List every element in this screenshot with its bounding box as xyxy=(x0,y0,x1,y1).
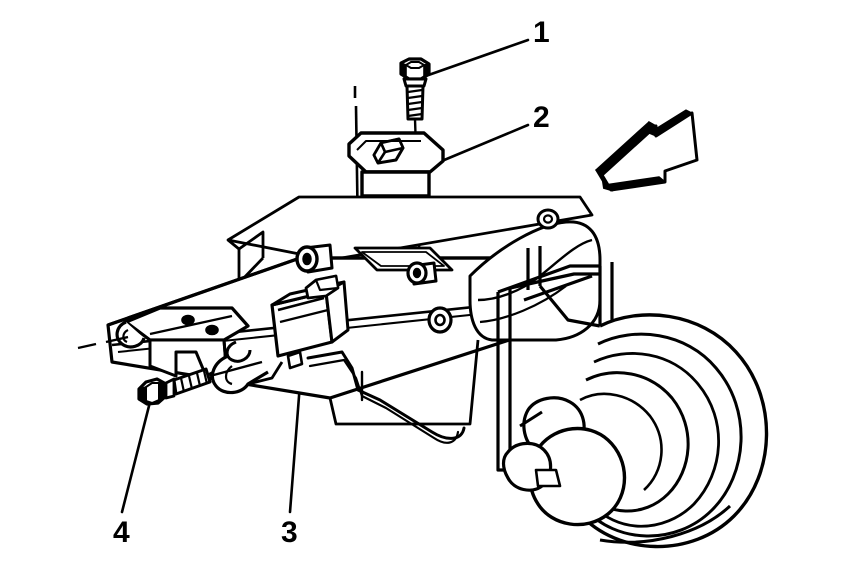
routing-rod-path-inner xyxy=(308,358,460,444)
relay-connector-ridge2 xyxy=(279,308,329,324)
beam-bottom-contour xyxy=(328,339,480,426)
horn-relay-cover xyxy=(347,131,445,198)
horn-bottom-rim xyxy=(599,504,732,544)
centerline xyxy=(77,314,233,350)
strap-mid-rail xyxy=(523,274,593,302)
beam-top-boss xyxy=(536,208,560,230)
bracket-clamp-lower-tail xyxy=(247,361,284,386)
callout-number-4: 4 xyxy=(113,516,130,549)
beam-top-boss-hole xyxy=(542,214,554,224)
beam-right-barrel-seam2 xyxy=(479,285,567,324)
beam-rear-flange-lip xyxy=(238,230,265,258)
strap-top-arm xyxy=(497,264,600,294)
strap-bracket-diagonal xyxy=(538,284,601,328)
centerline-dash-2 xyxy=(105,335,129,344)
bolt-lower-threads xyxy=(179,370,209,393)
callout-leaders xyxy=(120,38,530,514)
beam-grommet-right xyxy=(427,306,453,334)
bolt-upper-head-top xyxy=(405,61,425,69)
centerline-long xyxy=(149,314,233,336)
horn-shell-ring-3 xyxy=(588,352,720,528)
bracket-hook-left-inner xyxy=(122,329,129,344)
routing-rod xyxy=(306,350,466,444)
direction-arrow-tip-shadow xyxy=(648,109,693,137)
callout-number-1: 1 xyxy=(533,16,550,49)
bracket-hole-2 xyxy=(205,324,219,336)
horn-terminal-neck xyxy=(519,410,543,428)
bolt-upper-head-facet-right xyxy=(423,63,430,78)
bolt-lower-axis xyxy=(209,360,263,378)
bolt-lower xyxy=(137,360,263,406)
bracket-clamp-lower-inner xyxy=(224,365,233,386)
leader-line-4 xyxy=(120,400,152,514)
grommet-left-hole xyxy=(302,252,312,266)
bolt-lower-head-facet-1 xyxy=(138,386,147,402)
mounting-bracket-left xyxy=(115,306,284,395)
horn-shell-ring-2 xyxy=(582,332,743,538)
direction-arrow-icon xyxy=(595,109,699,192)
horn-volute-inner2 xyxy=(579,392,663,491)
bolt-lower-collar xyxy=(164,377,176,400)
routing-rod-path xyxy=(306,350,466,440)
bolt-upper-head-facet-left xyxy=(400,62,407,78)
grommet-right-hole xyxy=(434,313,446,327)
horn-mount-foot xyxy=(534,468,562,488)
relay-connector-block xyxy=(270,274,350,370)
direction-arrow-shadow-bottom xyxy=(604,176,666,191)
strap-top-arm2 xyxy=(509,272,600,290)
beam-opening-inner xyxy=(361,251,445,267)
relay-cover-rim xyxy=(356,140,421,151)
bolt-lower-head-top xyxy=(145,382,160,404)
beam-grommet-center xyxy=(406,261,438,286)
horn-assembly xyxy=(501,313,769,549)
callout-number-3: 3 xyxy=(281,516,298,549)
relay-cover-body xyxy=(360,170,431,198)
bracket-clamp-mid xyxy=(225,340,252,363)
bracket-hole-1 xyxy=(181,314,195,326)
bracket-clamp-lower xyxy=(210,354,269,395)
relay-mount-tab xyxy=(286,350,304,370)
leader-line-1 xyxy=(418,38,530,80)
relay-terminal-cap-top xyxy=(314,274,340,292)
relay-connector-ridge xyxy=(277,296,325,312)
bolt-upper-threads xyxy=(407,88,423,118)
beam-grommet-left xyxy=(295,243,334,274)
relay-cover-boss-left xyxy=(372,141,387,165)
centerline-dash-1 xyxy=(77,342,97,350)
callout-number-2: 2 xyxy=(533,101,550,134)
bolt-upper xyxy=(399,57,431,276)
grommet-center-hole xyxy=(412,267,422,279)
beam-rear-flange-edge xyxy=(227,238,241,283)
leader-line-2 xyxy=(435,123,530,165)
